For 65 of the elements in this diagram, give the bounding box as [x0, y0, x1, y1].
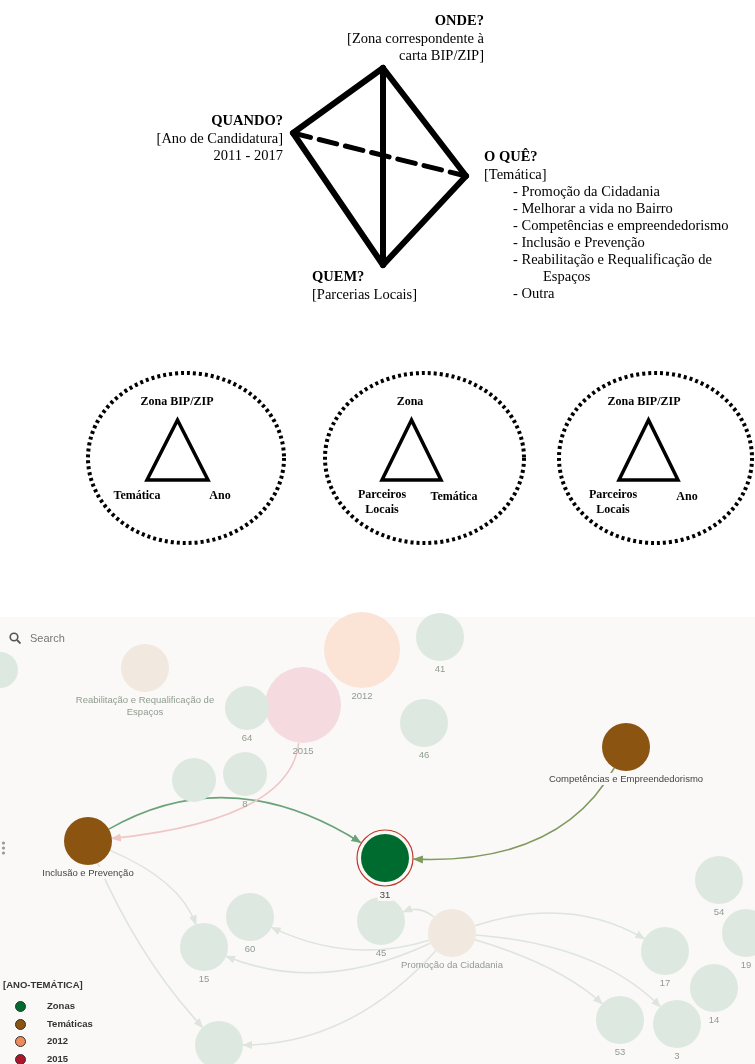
- node-label: Competências e Empreendedorismo: [546, 773, 706, 785]
- node-label: Inclusão e Prevenção: [40, 867, 136, 879]
- list-item: - Inclusão e Prevenção: [512, 234, 646, 251]
- arrow: [242, 949, 437, 1049]
- node-label: 41: [433, 663, 447, 675]
- arrow: [402, 905, 435, 918]
- vertex-label: [Ano de Candidatura]: [155, 130, 283, 147]
- edge-line: [380, 173, 469, 268]
- legend-label: Zonas: [47, 999, 75, 1012]
- vertex-label: Temática: [429, 489, 479, 504]
- vertex-label: Parceiros Locais: [356, 487, 408, 517]
- node-label: Promoção da Cidadania: [400, 959, 504, 971]
- edge-line: [290, 130, 386, 268]
- arrow: [474, 939, 604, 1005]
- node-label: Reabilitação e Requalificação de Espaços: [74, 694, 216, 718]
- list-item: - Promoção da Cidadania: [512, 183, 661, 200]
- vertex-label: [Parcerias Locais]: [312, 286, 419, 303]
- vertex-label: Ano: [675, 489, 699, 504]
- node-label: 46: [417, 749, 431, 761]
- legend-label: Temáticas: [47, 1016, 93, 1030]
- node-label: 17: [658, 977, 672, 989]
- vertex-heading: QUANDO?: [210, 112, 283, 129]
- legend-label: 2012: [47, 1034, 69, 1047]
- list-item: - Competências e empreendedorismo: [512, 217, 730, 234]
- arrow: [270, 926, 430, 951]
- arrow: [413, 767, 616, 864]
- node-label: 2012: [350, 690, 374, 702]
- node-label: 14: [707, 1014, 721, 1026]
- vertex-label: Zona BIP/ZIP: [139, 394, 215, 409]
- arrow: [96, 862, 204, 1029]
- edge-line: [290, 130, 469, 179]
- list-item: - Outra: [512, 285, 556, 302]
- arrow: [474, 912, 646, 940]
- vertex-label: Zona: [395, 394, 425, 409]
- node-label: 2015: [291, 745, 315, 757]
- node-label: 64: [240, 732, 254, 744]
- vertex-label: Ano: [208, 488, 232, 503]
- arrow: [110, 741, 300, 842]
- vertex-label: [Zona correspondente à carta BIP/ZIP]: [346, 30, 484, 64]
- vertex-label: Parceiros Locais: [587, 487, 639, 517]
- node-label: 53: [613, 1046, 627, 1058]
- list-item: - Melhorar a vida no Bairro: [512, 200, 674, 217]
- node-label: 19: [739, 959, 753, 971]
- vertex-label: [Temática]: [484, 166, 548, 183]
- vertex-label: Temática: [112, 488, 162, 503]
- arrow: [109, 849, 197, 926]
- node-label: 8: [241, 798, 249, 810]
- node-label: 54: [712, 906, 726, 918]
- arrow: [108, 797, 362, 844]
- node-label: 15: [197, 973, 211, 985]
- legend-label: 2015: [47, 1051, 69, 1064]
- arrow: [475, 934, 662, 1008]
- legend-title: [ANO-TEMÁTICA]: [3, 979, 83, 990]
- vertex-label: Zona BIP/ZIP: [606, 394, 682, 409]
- vertex-label: 2011 - 2017: [212, 147, 283, 164]
- node-label: 45: [374, 947, 388, 959]
- node-label: 3: [673, 1050, 681, 1062]
- search-field: Search: [4, 628, 84, 648]
- node-label: 31: [377, 889, 393, 901]
- node-label: 60: [243, 943, 257, 955]
- vertex-heading: O QUÊ?: [484, 148, 539, 165]
- vertex-heading: QUEM?: [312, 268, 366, 285]
- list-item: - Reabilitação e Requalificação de Espaços: [512, 251, 713, 285]
- vertex-heading: ONDE?: [433, 12, 484, 29]
- arrow: [225, 942, 432, 974]
